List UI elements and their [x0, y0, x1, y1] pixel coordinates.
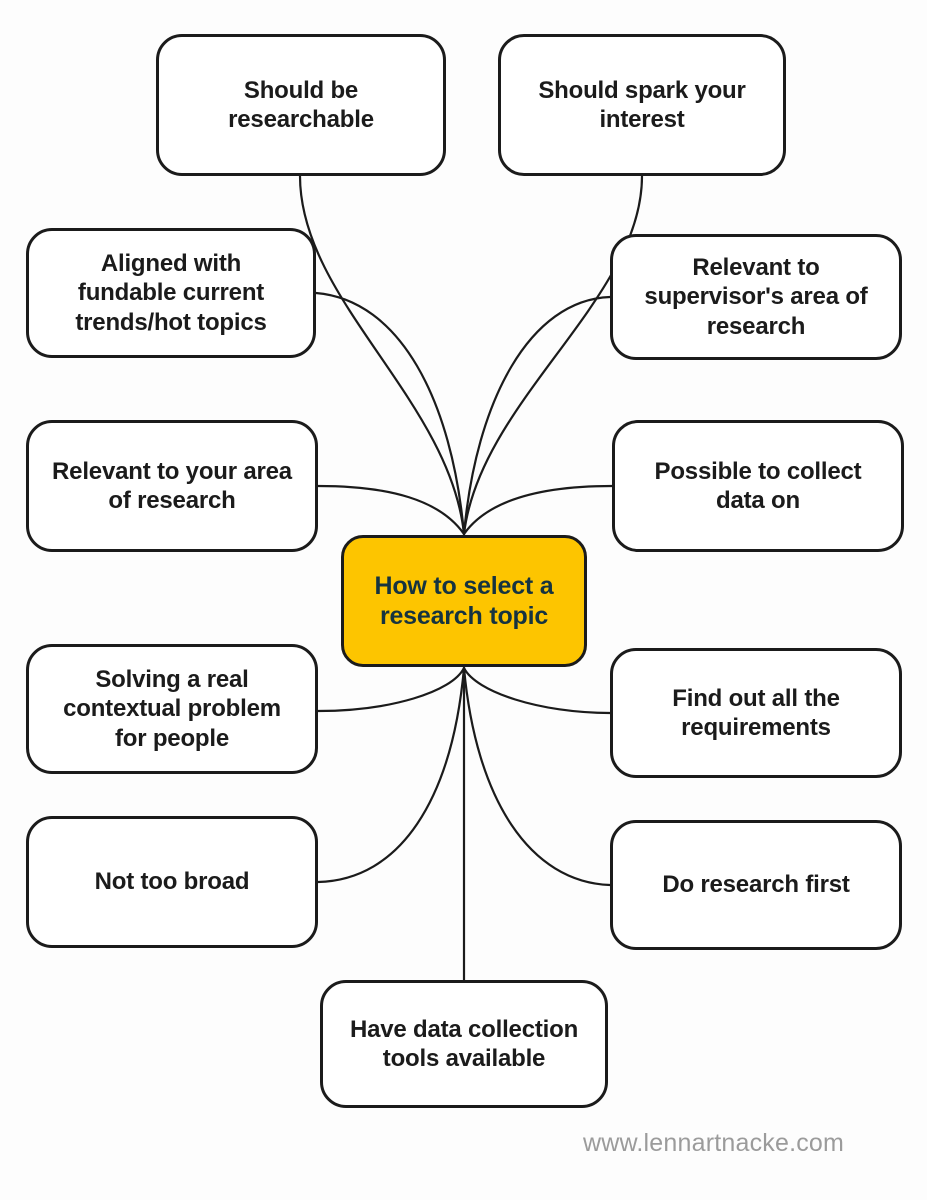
node-find-out-all-the-requirements[interactable]: Find out all the requirements [610, 648, 902, 778]
node-not-too-broad[interactable]: Not too broad [26, 816, 318, 948]
edge-not-too-broad-to-center [316, 666, 466, 884]
edge-possible-to-collect-data-on-to-center [462, 484, 614, 536]
node-label-relevant-to-supervisors-area-of-research: Relevant to supervisor's area of researc… [644, 254, 868, 340]
edge-aligned-with-fundable-current-trends-to-center [314, 291, 466, 536]
node-solving-a-real-contextual-problem-for-people[interactable]: Solving a real contextual problem for pe… [26, 644, 318, 774]
node-label-should-spark-your-interest: Should spark your interest [538, 76, 746, 133]
node-label-aligned-with-fundable-current-trends: Aligned with fundable current trends/hot… [75, 250, 267, 336]
node-label-possible-to-collect-data-on: Possible to collect data on [654, 457, 862, 514]
node-relevant-to-supervisors-area-of-research[interactable]: Relevant to supervisor's area of researc… [610, 234, 902, 360]
edge-relevant-to-supervisors-area-of-research-to-center [462, 295, 612, 536]
node-should-be-researchable[interactable]: Should be researchable [156, 34, 446, 176]
node-label-find-out-all-the-requirements: Find out all the requirements [672, 684, 840, 741]
node-label-do-research-first: Do research first [662, 871, 850, 899]
node-label-not-too-broad: Not too broad [94, 868, 250, 896]
node-have-data-collection-tools-available[interactable]: Have data collection tools available [320, 980, 608, 1108]
node-aligned-with-fundable-current-trends[interactable]: Aligned with fundable current trends/hot… [26, 228, 316, 358]
node-relevant-to-your-area-of-research[interactable]: Relevant to your area of research [26, 420, 318, 552]
edge-do-research-first-to-center [462, 666, 612, 887]
node-label-relevant-to-your-area-of-research: Relevant to your area of research [52, 457, 292, 514]
node-do-research-first[interactable]: Do research first [610, 820, 902, 950]
node-label-have-data-collection-tools-available: Have data collection tools available [349, 1015, 579, 1072]
center-node-how-to-select-a-research-topic[interactable]: How to select a research topic [341, 535, 587, 667]
node-label-should-be-researchable: Should be researchable [228, 76, 374, 133]
edge-solving-a-real-contextual-problem-for-people-to-center [316, 666, 466, 713]
node-possible-to-collect-data-on[interactable]: Possible to collect data on [612, 420, 904, 552]
watermark-url: www.lennartnacke.com [583, 1129, 845, 1157]
node-should-spark-your-interest[interactable]: Should spark your interest [498, 34, 786, 176]
node-label-solving-a-real-contextual-problem-for-people: Solving a real contextual problem for pe… [63, 666, 281, 752]
edge-find-out-all-the-requirements-to-center [462, 666, 612, 715]
edge-should-be-researchable-to-center [298, 174, 466, 536]
center-node-label: How to select a research topic [374, 571, 554, 631]
edge-relevant-to-your-area-of-research-to-center [316, 484, 466, 536]
